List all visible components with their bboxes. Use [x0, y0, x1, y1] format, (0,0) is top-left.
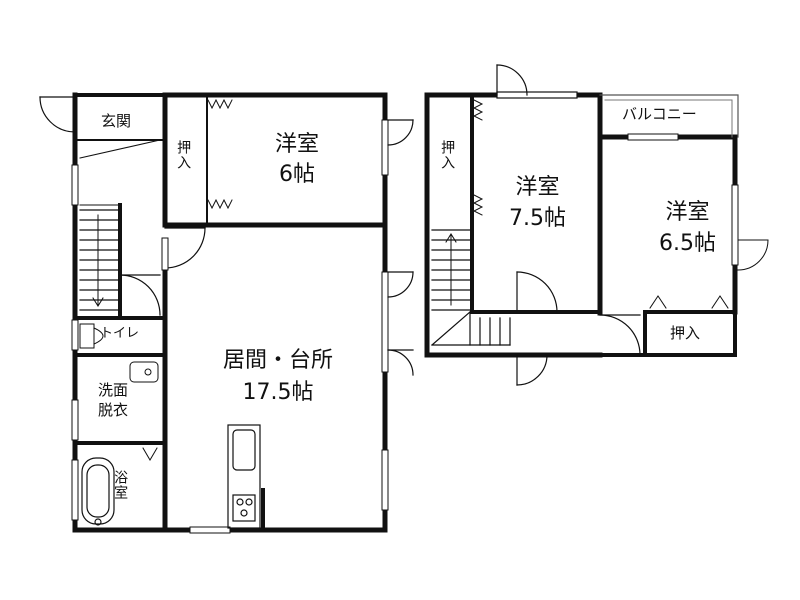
bath-door-arrow — [142, 447, 158, 461]
ldk-door — [164, 227, 206, 269]
washroom-label-line1: 洗面 — [98, 381, 129, 399]
stairs-floor1 — [79, 204, 119, 311]
hall-door — [119, 274, 161, 316]
bathroom-label: 浴室 — [112, 470, 129, 500]
closet-marks-floor2 — [472, 99, 729, 309]
genkan-label: 玄関 — [101, 112, 132, 130]
western-room-6-name: 洋室 — [274, 132, 319, 157]
door-room-6-5 — [599, 314, 641, 356]
ldk-size: 17.5帖 — [242, 380, 314, 405]
genkan-step — [79, 139, 161, 159]
stairs-floor2 — [431, 229, 511, 346]
western-room-6-size: 6帖 — [279, 162, 315, 187]
windows-floor2 — [627, 133, 769, 271]
window-swings-floor1 — [387, 119, 414, 376]
floor1-walls — [72, 92, 388, 533]
western-room-7-5-size: 7.5帖 — [509, 206, 566, 231]
oshiire-label-floor2-left: 押入 — [439, 140, 456, 170]
western-room-6-5-size: 6.5帖 — [659, 231, 716, 256]
closet-marks-floor1 — [207, 98, 233, 210]
western-room-7-5-name: 洋室 — [515, 175, 560, 200]
toilet-fixture — [79, 323, 104, 349]
door-room-7-5-bottom — [516, 271, 558, 313]
entry-door — [39, 96, 76, 133]
washroom-label-line2: 脱衣 — [98, 401, 129, 419]
washbasin — [129, 361, 159, 383]
western-room-6-5-name: 洋室 — [665, 200, 710, 225]
oshiire-label-floor1: 押入 — [175, 140, 192, 170]
ldk-name: 居間・台所 — [222, 348, 333, 373]
bathtub — [81, 457, 115, 526]
windows-floor1 — [71, 119, 389, 534]
toilet-label: トイレ — [100, 326, 140, 341]
oshiire-label-floor2-right: 押入 — [670, 324, 701, 342]
kitchen-counter — [227, 424, 265, 530]
landing-door — [516, 354, 548, 386]
door-room-7-5-top — [496, 64, 578, 99]
balcony-label: バルコニー — [622, 105, 697, 123]
balcony-outline — [599, 94, 739, 138]
